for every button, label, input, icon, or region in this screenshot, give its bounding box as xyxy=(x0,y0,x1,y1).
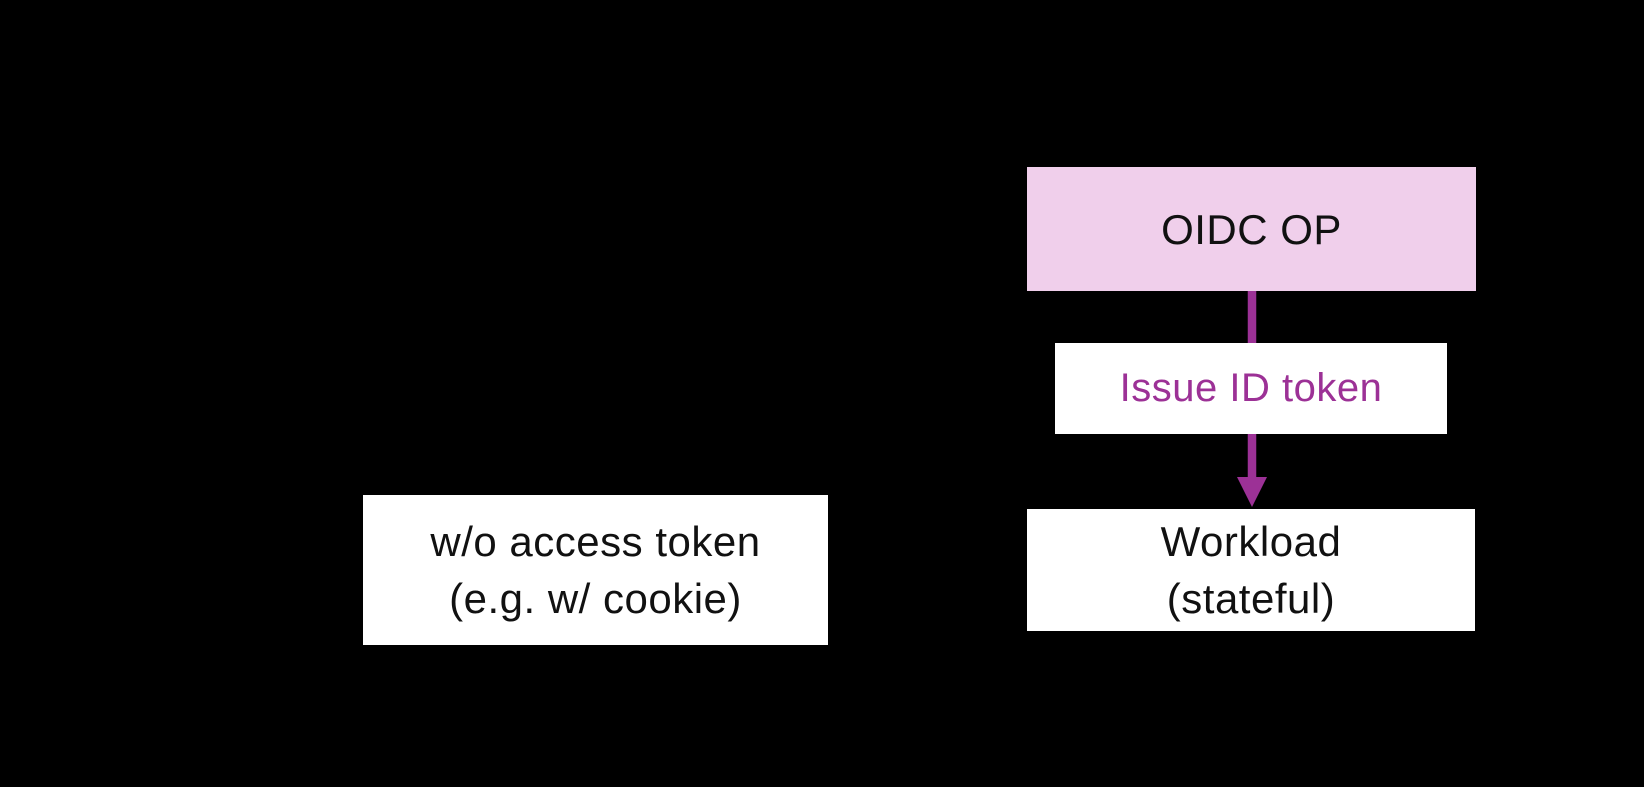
workload-label-line2: (stateful) xyxy=(1166,575,1336,622)
node-oidc-op-box: OIDC OP xyxy=(1027,167,1476,291)
client-label-line2: (e.g. w/ cookie) xyxy=(449,575,742,622)
oidc-op-label: OIDC OP xyxy=(1161,205,1342,253)
workload-label-line1: Workload xyxy=(1160,518,1342,565)
arrow-head xyxy=(1237,477,1267,507)
client-label-line1: w/o access token xyxy=(430,518,761,565)
edge-label-issue-id-token: Issue ID token xyxy=(1055,343,1447,434)
node-workload-box: Workload (stateful) xyxy=(1027,509,1475,631)
node-client-box: w/o access token (e.g. w/ cookie) xyxy=(363,495,828,645)
